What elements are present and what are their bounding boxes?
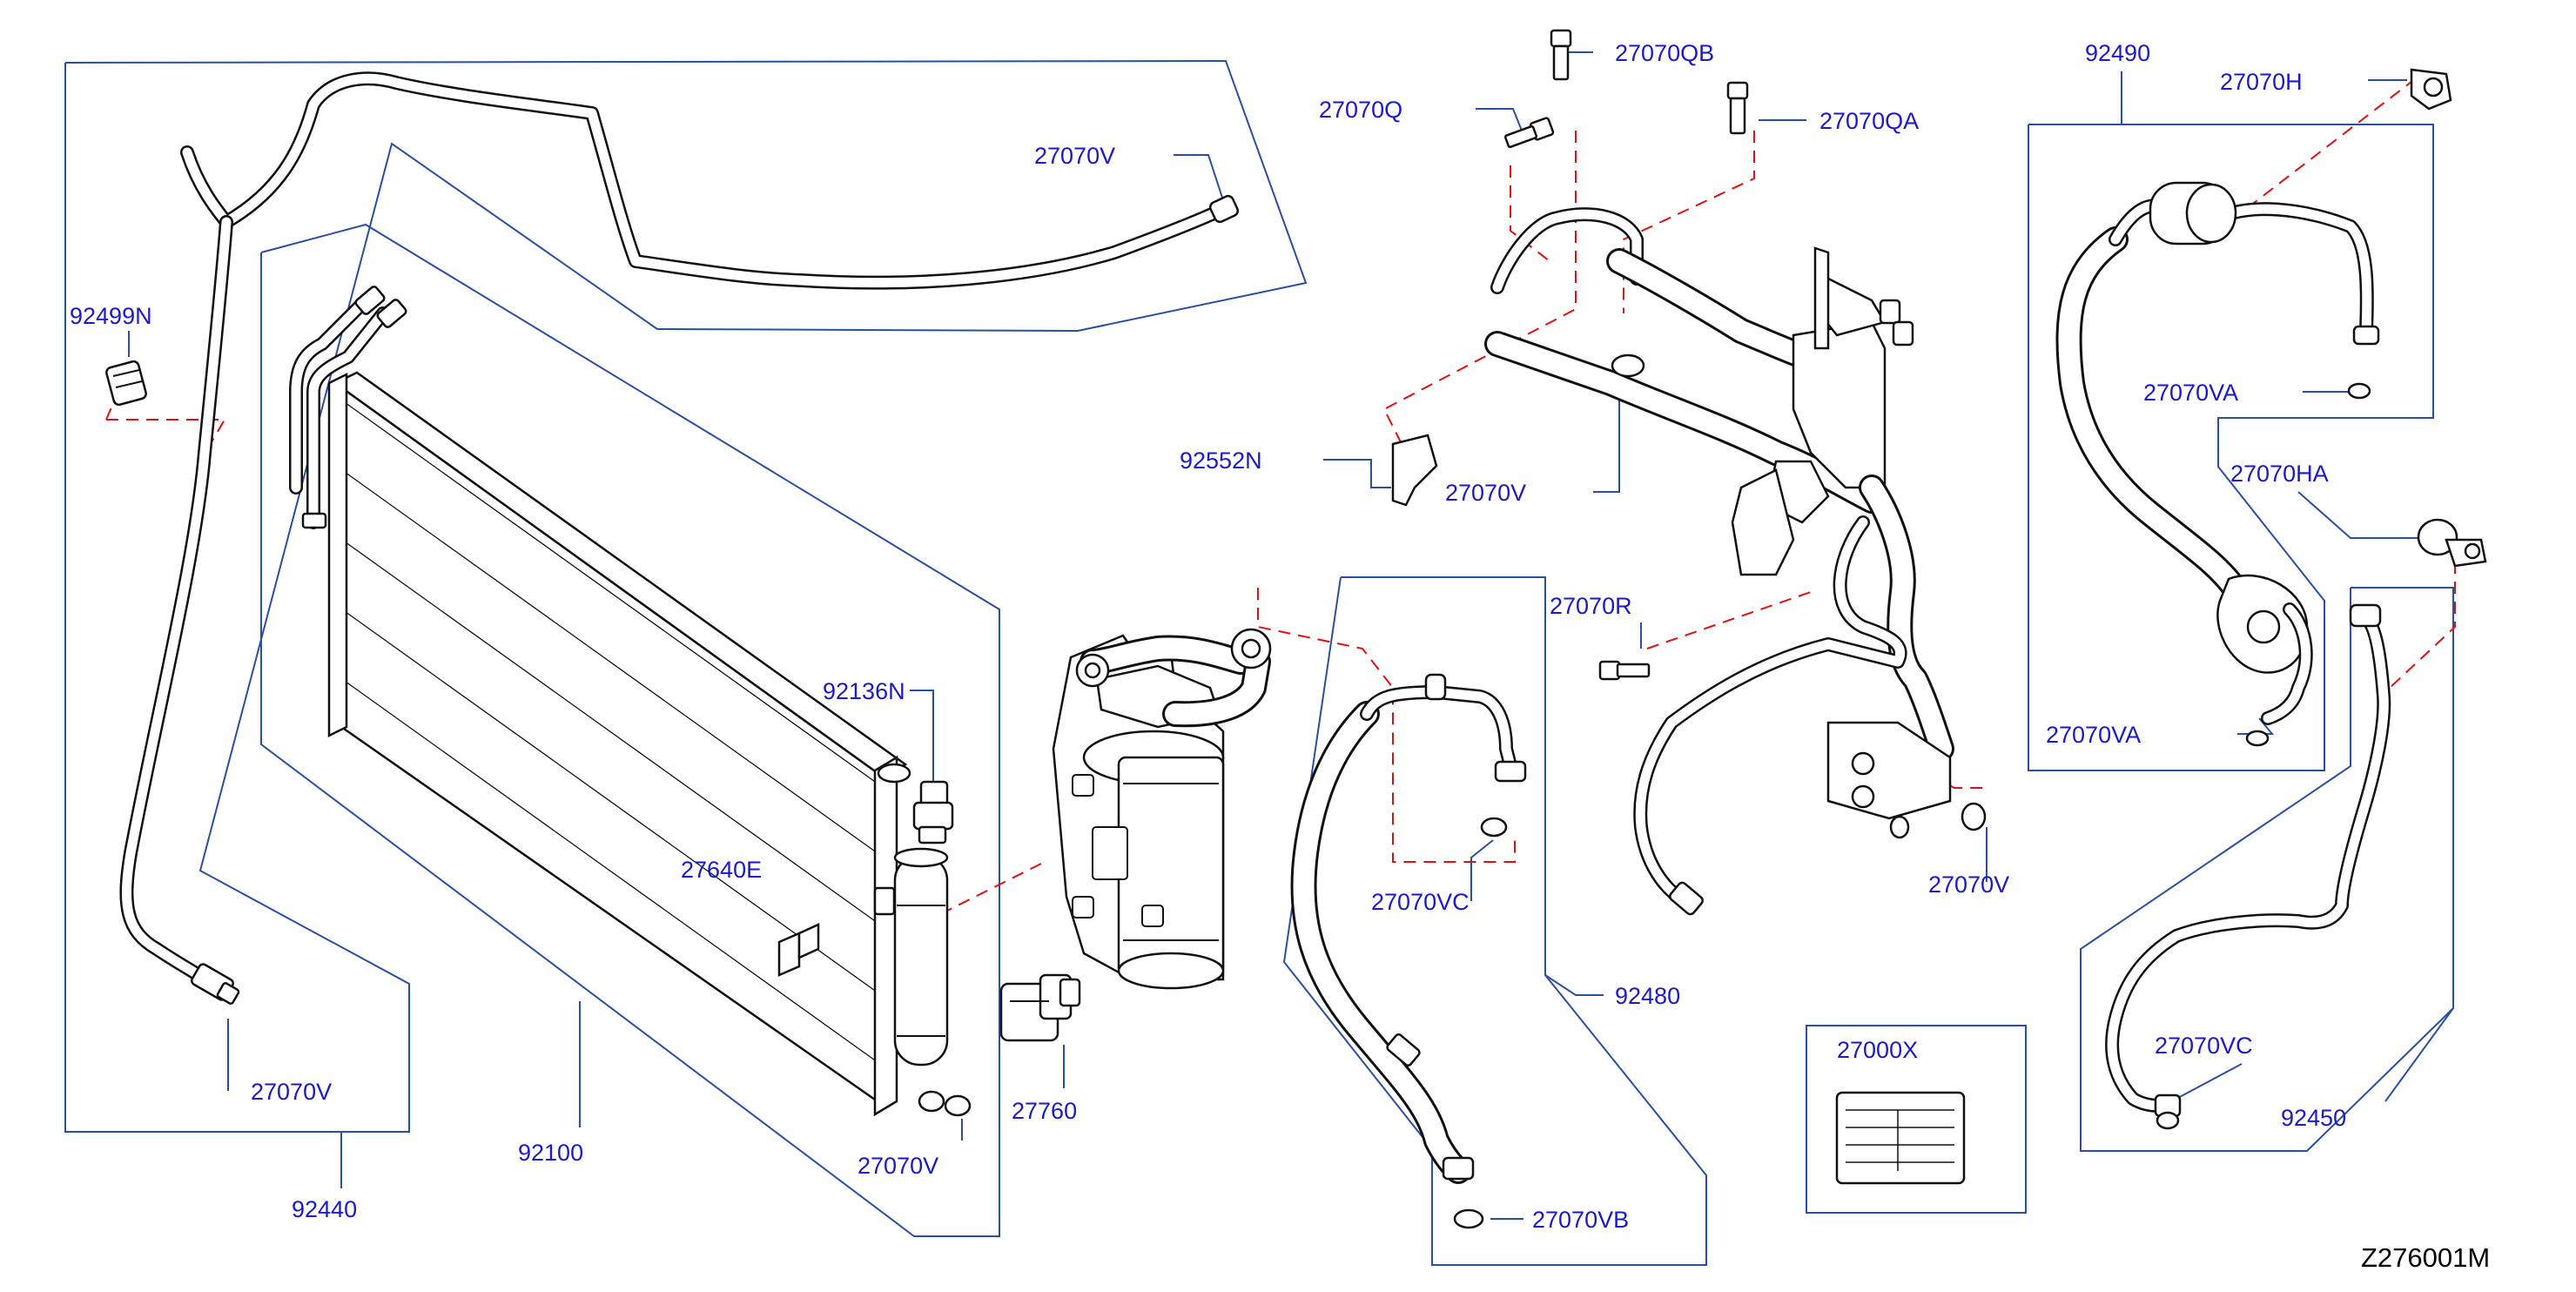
bracket-27640E [777,923,820,977]
callout-27070Q: 27070Q [1319,97,1402,123]
leader-27070Q [1476,108,1523,131]
group-callouts: 92499N 27070V 27070Q 27070QB 27070QA 924… [70,40,2490,1273]
bolt-27070QA [1726,81,1749,135]
leader-92136N [910,690,934,784]
callout-92440: 92440 [292,1196,357,1222]
dash-27070R [1646,591,1812,649]
frame-92440 [64,59,1308,1133]
connector-27760 [999,973,1081,1042]
dash-27070VC [1257,588,1516,863]
dash-27070H [2245,77,2417,210]
callout-92136N: 92136N [823,678,905,704]
callout-27070VC-a: 27070VC [1371,889,1470,915]
callout-27070V-e: 27070V [858,1153,938,1179]
expansion-valve-unit [1391,29,1987,916]
leader-27070VC-a [1470,839,1494,901]
leader-92450 [2384,1007,2454,1102]
frame-92490 [2028,124,2434,771]
label-27000X-graphic [1835,1091,1966,1185]
group-frames [64,59,2454,1266]
frame-92100 [260,223,1000,1237]
callout-27070QA: 27070QA [1819,108,1919,134]
callout-27070VA-b: 27070VA [2046,722,2141,748]
compressor-assembly [1052,628,1272,990]
leader-92480 [1544,974,1604,996]
condenser-92100 [289,286,972,1117]
dash-27070Q [1510,165,1550,262]
callout-27000X: 27000X [1837,1037,1918,1063]
callout-92490: 92490 [2085,40,2150,66]
callout-27070R: 27070R [1550,593,1632,619]
callout-27070H: 27070H [2220,69,2303,95]
callout-27070VC-b: 27070VC [2155,1033,2253,1059]
callout-27070HA: 27070HA [2230,461,2329,487]
callout-27070V-c: 27070V [1928,871,2009,898]
dash-27070HA [2389,562,2456,689]
callout-92100: 92100 [518,1140,583,1166]
hose-92480 [1290,673,1527,1229]
callout-92552N: 92552N [1180,447,1262,474]
callout-27070VA-a: 27070VA [2143,380,2238,406]
leader-27070V-a [1174,154,1224,201]
callout-27070VB: 27070VB [1532,1207,1629,1233]
pipe-92450 [2105,603,2391,1130]
dash-27070QB [1382,131,1577,454]
frame-92480 [1282,576,1707,1266]
diagram-code: Z276001M [2361,1242,2490,1273]
callout-92480: 92480 [1615,983,1680,1009]
dash-92499N-b [105,382,123,421]
callout-27640E: 27640E [681,857,762,883]
hose-92490 [2055,68,2487,747]
callout-27070QB: 27070QB [1615,40,1714,66]
bolt-27070Q [1503,117,1555,149]
callout-92499N: 92499N [70,303,152,329]
pipe-92440 [119,71,1240,1005]
group-leaders [128,51,2454,1220]
bolt-27070QB [1550,29,1572,81]
leader-27070HA [2297,491,2423,539]
callout-27070V-b: 27070V [1445,480,1526,506]
callout-92450: 92450 [2281,1105,2346,1131]
callout-27070V-d: 27070V [251,1079,332,1105]
leader-27070V-b [1593,383,1620,493]
sensor-92136N [912,780,954,845]
callout-27070V-a: 27070V [1034,143,1115,169]
frame-27000X [1806,1025,2027,1214]
cap-92499N [105,360,147,407]
leader-92552N [1323,459,1391,488]
callout-27760: 27760 [1012,1098,1077,1124]
frame-92450 [2080,587,2454,1152]
bolt-27070R [1598,660,1651,681]
